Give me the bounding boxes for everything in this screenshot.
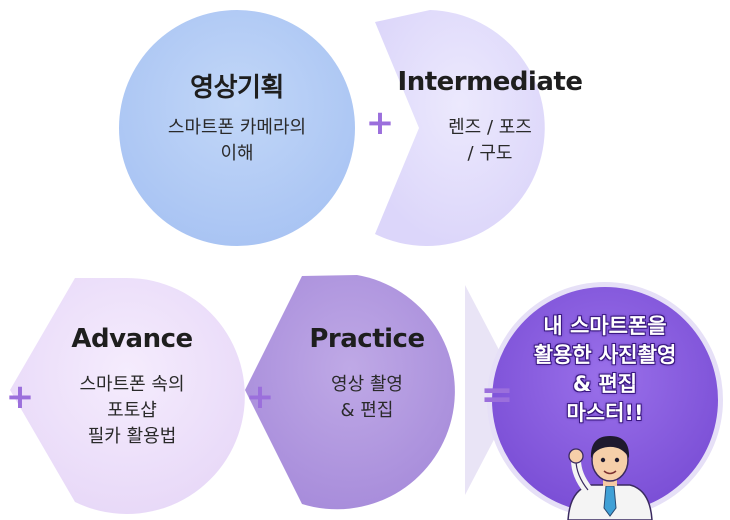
plus-operator-1: + [365,103,395,143]
step-3-line-3: 필카 활용법 [87,426,177,447]
step-3-shape [10,278,245,514]
man-thumbs-up-icon [567,436,653,520]
result-text: 내 스마트폰을 활용한 사진촬영 & 편집 마스터!! [505,312,705,428]
step-1-line-1: 스마트폰 카메라의 [167,117,307,138]
step-2-description: 렌즈 / 포즈 / 구도 [400,115,580,167]
plus-operator-3: + [245,377,275,417]
result-line-2: 활용한 사진촬영 [533,343,677,367]
step-4-shape [245,275,455,510]
result-line-4: 마스터!! [566,401,644,425]
step-2-line-1: 렌즈 / 포즈 [448,117,532,138]
step-2-line-2: / 구도 [467,143,513,164]
plus-operator-2: + [5,377,35,417]
result-line-1: 내 스마트폰을 [543,314,667,338]
equals-operator: = [480,372,514,418]
step-1-line-2: 이해 [220,143,254,164]
result-line-3: & 편집 [572,372,638,396]
step-2-title: Intermediate [397,67,583,97]
step-1-description: 스마트폰 카메라의 이해 [132,115,342,167]
step-1-shape [119,10,355,246]
step-3-description: 스마트폰 속의 포토샵 필카 활용법 [42,372,222,450]
step-2-shape [375,10,545,246]
step-3-title: Advance [71,324,193,354]
step-3-line-2: 포토샵 [107,400,157,421]
result-shape [465,282,723,518]
step-1-title: 영상기획 [190,73,284,103]
step-4-title: Practice [309,324,425,354]
step-4-description: 영상 촬영 & 편집 [282,372,452,424]
step-4-line-2: & 편집 [340,400,394,421]
step-4-line-1: 영상 촬영 [331,374,403,395]
step-3-line-1: 스마트폰 속의 [79,374,185,395]
